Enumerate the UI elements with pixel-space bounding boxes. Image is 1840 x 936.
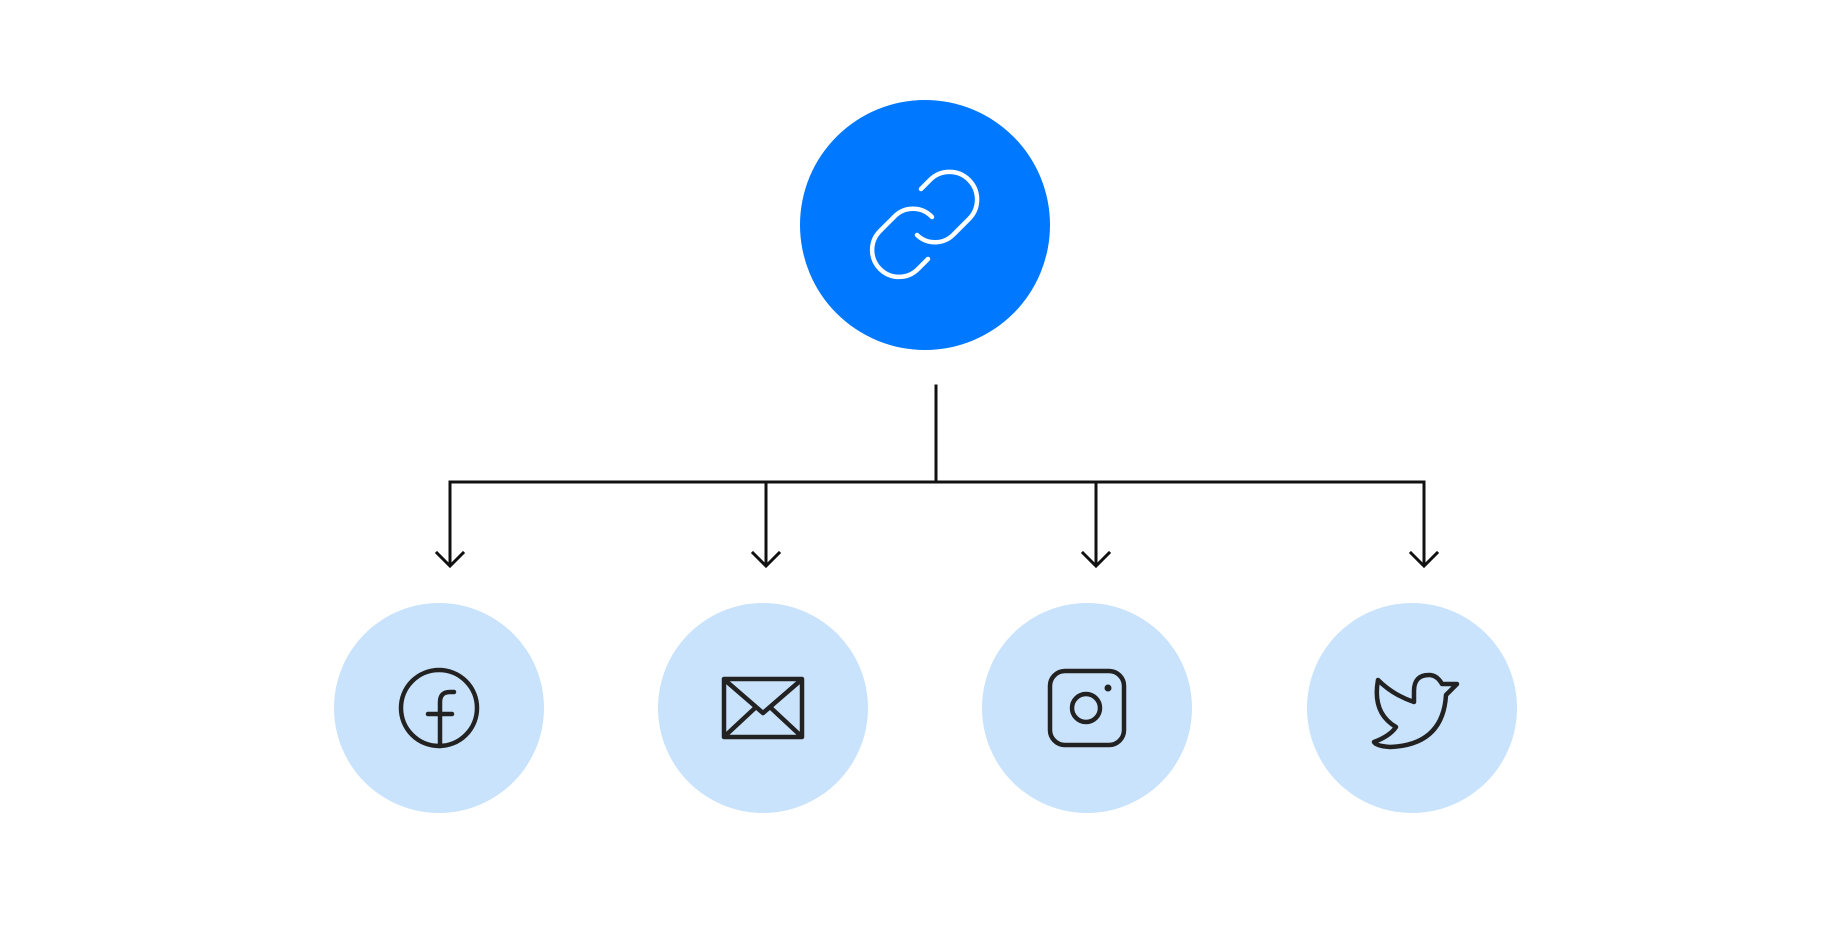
arrow-twitter	[1408, 480, 1440, 569]
child-node-twitter	[1307, 603, 1517, 813]
twitter-icon	[1371, 672, 1460, 750]
link-icon	[869, 169, 980, 280]
child-node-instagram	[982, 603, 1192, 813]
arrow-facebook	[434, 480, 466, 569]
root-node-circle	[800, 100, 1050, 350]
mail-icon	[721, 676, 805, 740]
child-circle	[658, 603, 868, 813]
root-node	[800, 100, 1050, 350]
facebook-icon	[398, 667, 480, 749]
connector-lines	[434, 384, 1440, 569]
arrow-mail	[750, 480, 782, 569]
instagram-icon	[1047, 668, 1127, 748]
child-circle	[1307, 603, 1517, 813]
arrow-instagram	[1080, 480, 1112, 569]
child-circle	[982, 603, 1192, 813]
child-node-facebook	[334, 603, 544, 813]
child-node-mail	[658, 603, 868, 813]
